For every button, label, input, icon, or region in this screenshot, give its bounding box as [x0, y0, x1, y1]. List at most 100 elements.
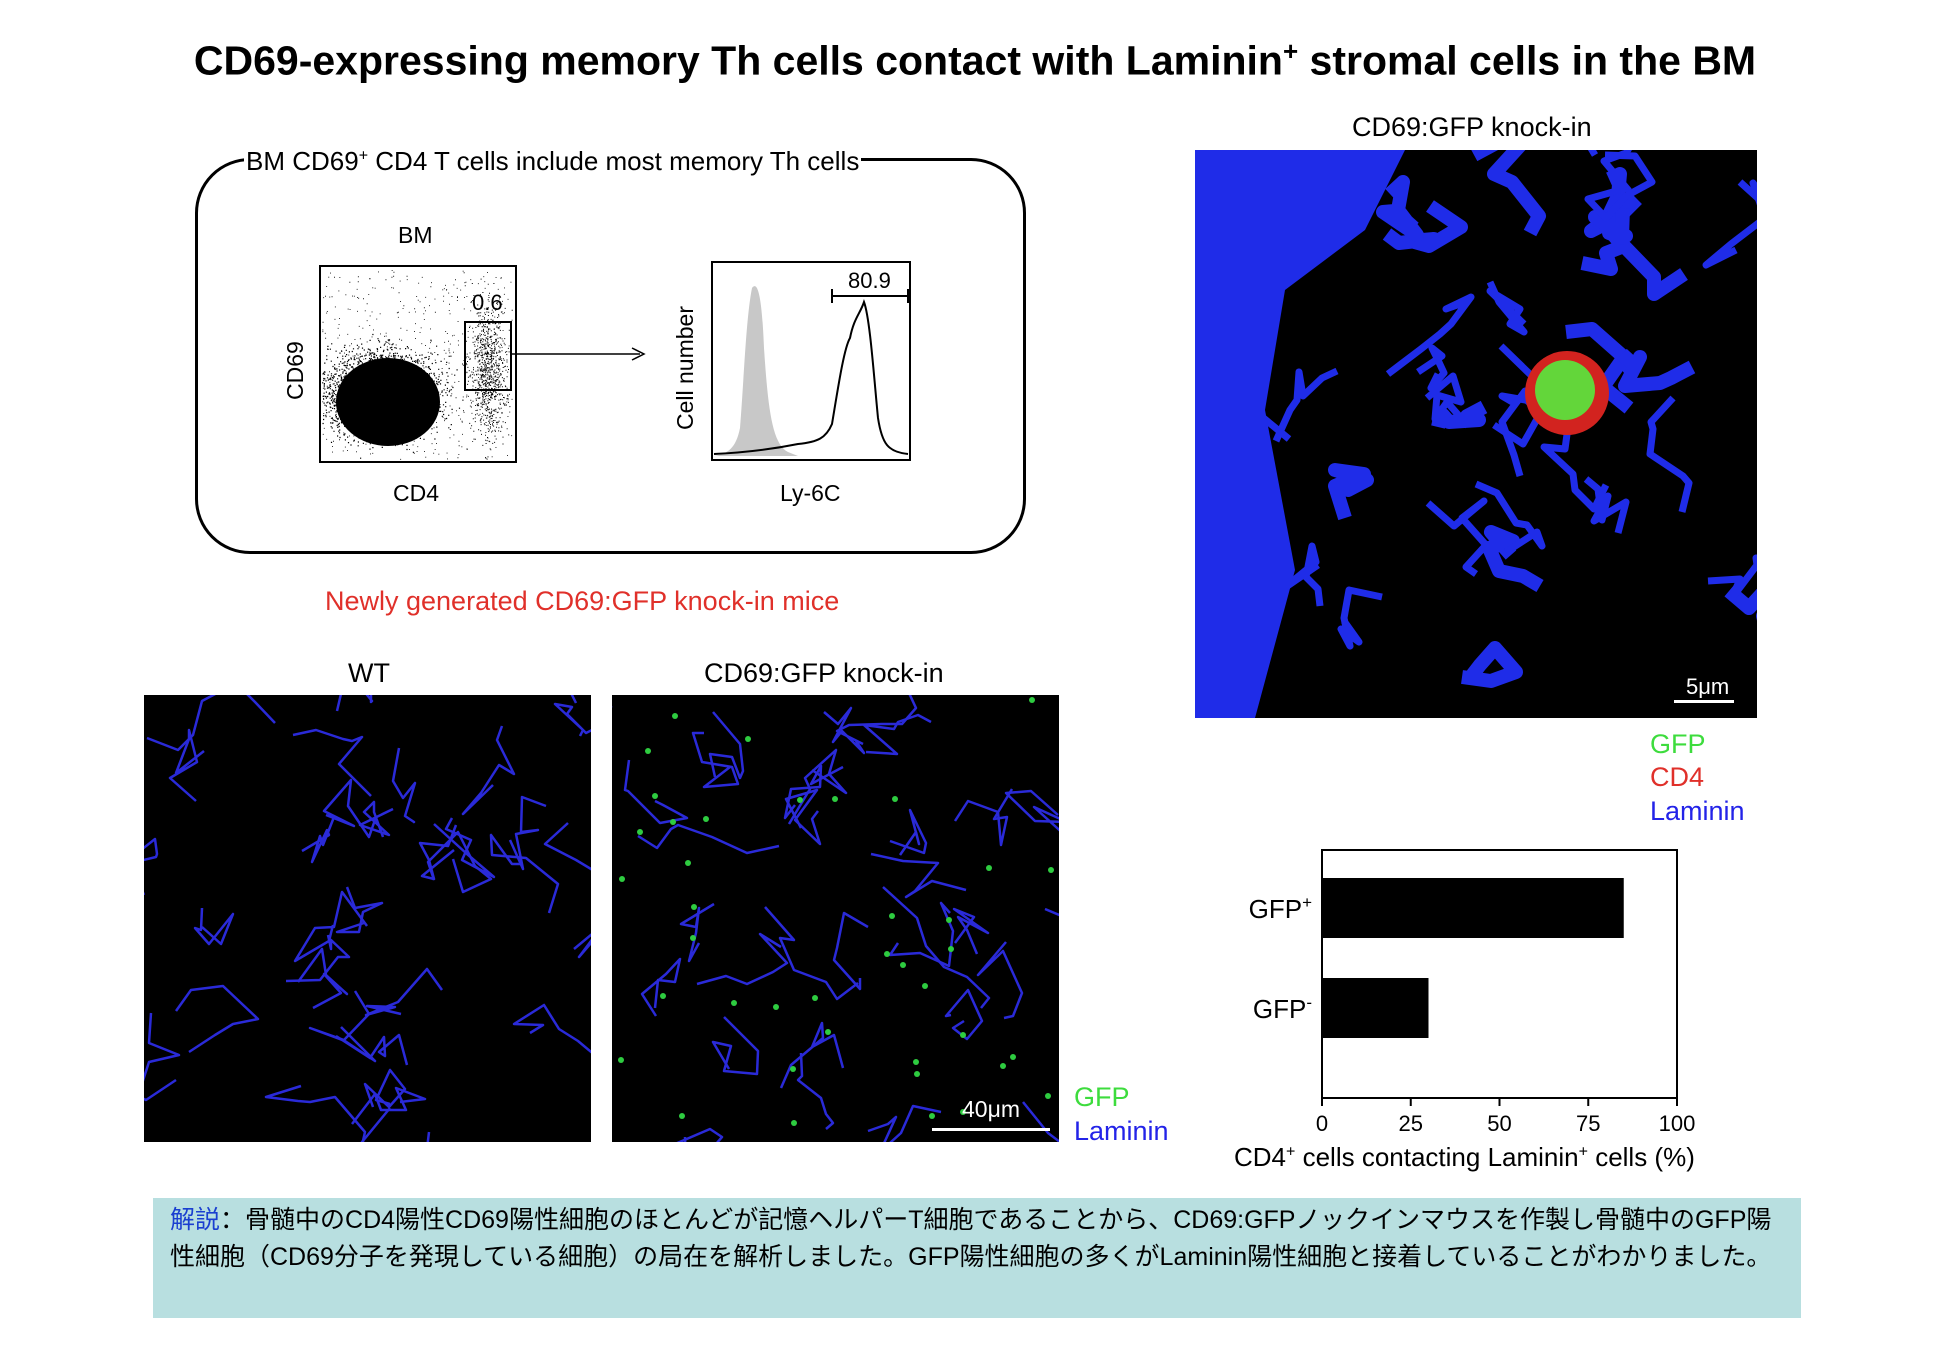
laminin-stroma [1195, 150, 1405, 718]
laminin-vessel [976, 941, 1024, 1020]
laminin-vessel [553, 702, 591, 737]
gfp-cell [670, 819, 676, 825]
caption-text: 解説：骨髄中のCD4陽性CD69陽性細胞のほとんどが記憶ヘルパーT細胞であること… [170, 1202, 1790, 1276]
gate-arrow-head [631, 347, 646, 361]
histogram-x-label: Ly-6C [780, 480, 841, 506]
laminin-vessel [1424, 372, 1471, 429]
laminin-vessel [1272, 367, 1339, 443]
laminin-vessel [335, 695, 374, 712]
laminin-vessel [835, 695, 918, 746]
large-legend-cd4: CD4 [1650, 762, 1705, 792]
laminin-vessel [889, 808, 928, 856]
laminin-vessel [764, 906, 859, 1001]
laminin-vessel [832, 911, 869, 991]
laminin-vessel [1707, 554, 1757, 602]
gfp-cell [731, 1000, 737, 1006]
xlabel-b: cells contacting Laminin [1295, 1142, 1579, 1172]
laminin-vessel [292, 728, 372, 797]
caption-box [153, 1198, 1801, 1318]
gfp-cell [637, 829, 643, 835]
laminin-vessel [508, 795, 547, 871]
laminin-vessel [1724, 585, 1757, 621]
gfp-cell [1010, 1054, 1016, 1060]
ki-micrograph [612, 695, 1059, 1142]
xtick-label: 100 [1659, 1111, 1696, 1136]
gfp-cell [652, 793, 658, 799]
laminin-vessel [360, 1107, 431, 1142]
laminin-vessel [293, 890, 369, 963]
gfp-cell [679, 1113, 685, 1119]
laminin-vessel [308, 990, 377, 1063]
bar-0 [1322, 878, 1624, 938]
wt-micrograph [144, 695, 591, 1142]
laminin-vessel [1044, 907, 1059, 917]
xtick-label: 50 [1487, 1111, 1511, 1136]
gfp-cell [825, 1029, 831, 1035]
laminin-vessel [679, 902, 715, 963]
large-legend-gfp: GFP [1650, 729, 1706, 759]
gfp-cell [1029, 697, 1035, 703]
laminin-vessel [174, 984, 260, 1054]
gfp-cell [797, 797, 803, 803]
laminin-vessel [953, 788, 1014, 847]
gfp-cell [960, 1032, 966, 1038]
laminin-vessel [676, 1127, 724, 1142]
dotplot-dense-core [336, 358, 440, 446]
gfp-cell [914, 1071, 920, 1077]
laminin-vessel [570, 695, 578, 704]
laminin-vessel [144, 837, 159, 895]
micro-legend-gfp: GFP [1074, 1082, 1130, 1112]
histogram-svg: 80.9 [711, 261, 911, 461]
bar-chart-xlabel: CD4+ cells contacting Laminin+ cells (%) [1234, 1142, 1695, 1173]
dotplot-header: BM [398, 222, 433, 248]
laminin-vessel [1702, 179, 1757, 269]
large-legend-laminin: Laminin [1650, 796, 1745, 826]
gfp-cell [672, 713, 678, 719]
frame-title-b: CD4 T cells include most memory Th cells [368, 146, 860, 176]
laminin-vessel [426, 830, 493, 894]
laminin-vessel [708, 711, 745, 780]
bar-chart-categories: GFP+GFP- [1249, 893, 1312, 1024]
laminin-vessel [1580, 239, 1688, 301]
gfp-cell [892, 796, 898, 802]
laminin-vessel [1584, 151, 1656, 222]
laminin-vessel [1540, 426, 1610, 513]
title-text: CD69-expressing memory Th cells contact … [193, 37, 1283, 84]
wt-label: WT [348, 658, 390, 688]
category-base: GFP [1249, 894, 1302, 924]
laminin-vessel [623, 759, 689, 825]
large-scale-label: 5μm [1686, 674, 1730, 699]
laminin-vessel [489, 833, 560, 914]
gfp-cell [690, 935, 696, 941]
wt-micrograph-image [144, 695, 591, 1142]
frame-title-sup: + [358, 147, 369, 165]
laminin-vessel [1004, 789, 1059, 832]
category-label-0: GFP+ [1249, 893, 1312, 924]
laminin-vessel [264, 1084, 367, 1142]
laminin-vessel [1376, 175, 1424, 242]
laminin-vessel [1461, 641, 1523, 688]
dotplot-x-label: CD4 [393, 480, 440, 506]
gfp-cell [832, 796, 838, 802]
laminin-vessel [691, 731, 740, 789]
laminin-vessel [1583, 476, 1630, 534]
laminin-vessel [146, 695, 276, 752]
gfp-cell [691, 904, 697, 910]
laminin-vessel [1022, 1101, 1059, 1142]
laminin-vessel [882, 886, 991, 1009]
laminin-vessel [796, 1052, 835, 1130]
gfp-cell [929, 1113, 935, 1119]
laminin-vessel [543, 822, 591, 871]
laminin-vessel [358, 800, 394, 838]
gfp-cell [618, 1057, 624, 1063]
laminin-vessel [335, 1033, 409, 1066]
dotplot-gate [464, 321, 512, 391]
caption-body: ：骨髄中のCD4陽性CD69陽性細胞のほとんどが記憶ヘルパーT細胞であることから… [170, 1206, 1772, 1271]
laminin-vessel [1382, 200, 1468, 253]
laminin-vessel [301, 816, 336, 864]
laminin-vessel [1474, 480, 1546, 555]
xlabel-a: CD4 [1234, 1142, 1287, 1172]
laminin-vessel [1587, 150, 1632, 194]
large-scale-bar [1674, 700, 1734, 703]
